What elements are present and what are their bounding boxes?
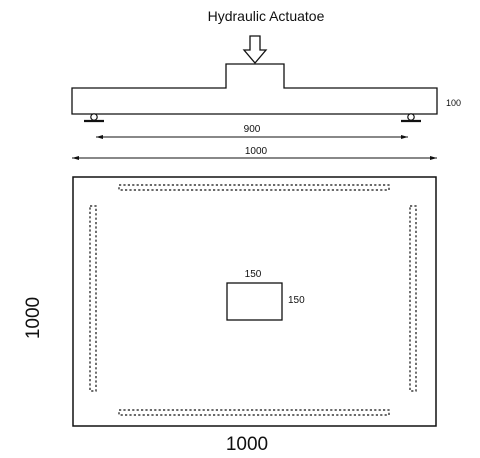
column-plan xyxy=(226,282,283,321)
actuator-title: Hydraulic Actuatoe xyxy=(208,8,325,24)
top-dotted-strip xyxy=(118,184,390,191)
actuator-arrow-icon xyxy=(242,35,268,65)
span-label: 900 xyxy=(244,124,261,135)
column-width-label: 150 xyxy=(245,269,262,280)
length-label: 1000 xyxy=(245,146,268,157)
left-support-icon xyxy=(84,113,104,123)
slab-plan-outline xyxy=(72,176,437,427)
plan-width-label: 1000 xyxy=(226,434,268,455)
right-dotted-strip xyxy=(409,205,417,392)
column-depth-label: 150 xyxy=(288,295,305,306)
thickness-label: 100 xyxy=(446,98,461,108)
right-support-icon xyxy=(401,113,421,123)
left-dotted-strip xyxy=(89,205,97,392)
slab-elevation xyxy=(71,63,438,115)
plan-height-label: 1000 xyxy=(23,297,44,339)
length-dimension xyxy=(72,156,437,160)
span-dimension xyxy=(96,135,408,139)
bottom-dotted-strip xyxy=(118,409,390,416)
